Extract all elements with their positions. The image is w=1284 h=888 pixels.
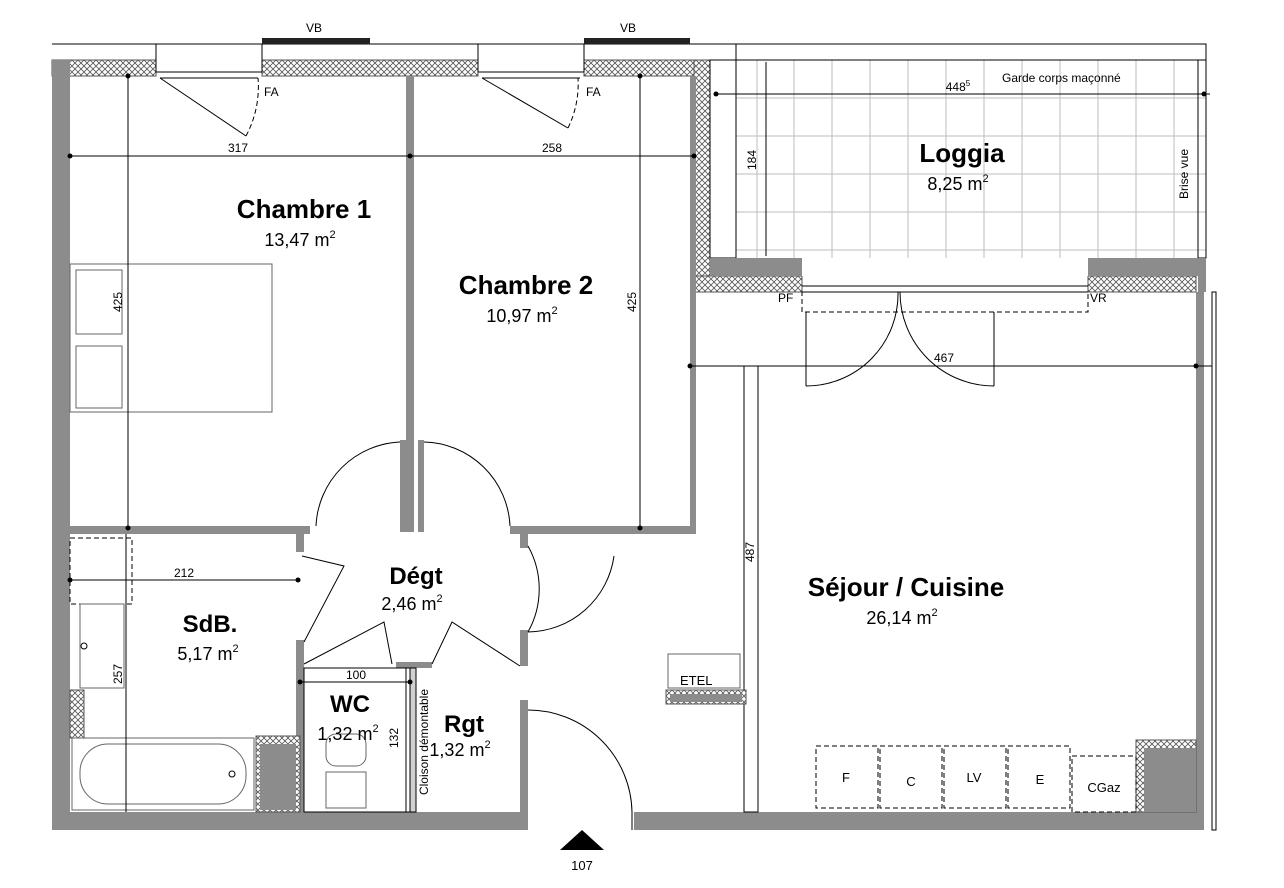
- room-area-sdb: 5,17 m2: [177, 643, 238, 664]
- room-name-chambre2: Chambre 2: [459, 270, 593, 300]
- label-vb-left: VB: [306, 21, 322, 35]
- label-vb-right: VB: [620, 21, 636, 35]
- dim-317: 317: [228, 141, 248, 155]
- room-name-chambre1: Chambre 1: [237, 194, 371, 224]
- room-area-chambre2: 10,97 m2: [486, 305, 557, 326]
- walls: [51, 38, 1217, 831]
- room-name-sdb: SdB.: [183, 611, 238, 638]
- room-name-wc: WC: [330, 691, 370, 718]
- dim-448-5: 4485: [946, 79, 971, 94]
- label-pf: PF: [778, 291, 793, 305]
- dim-425-mid: 425: [625, 292, 639, 312]
- label-garde-corps: Garde corps maçonné: [1002, 71, 1121, 85]
- furniture: [69, 263, 1137, 813]
- room-name-degt: Dégt: [389, 563, 442, 590]
- dim-257: 257: [111, 664, 125, 684]
- dim-467: 467: [934, 351, 954, 365]
- room-area-degt: 2,46 m2: [381, 593, 442, 614]
- room-area-sejour: 26,14 m2: [866, 607, 937, 628]
- room-name-rgt: Rgt: [444, 711, 484, 738]
- label-lv: LV: [967, 770, 982, 785]
- room-labels: Chambre 1 13,47 m2 Chambre 2 10,97 m2 Lo…: [177, 138, 1005, 760]
- room-name-loggia: Loggia: [919, 138, 1005, 168]
- label-etel: ETEL: [680, 673, 713, 688]
- dim-100: 100: [346, 668, 366, 682]
- label-entry: 107: [571, 858, 593, 873]
- room-area-chambre1: 13,47 m2: [264, 229, 335, 250]
- label-fa-right: FA: [586, 85, 601, 99]
- label-e: E: [1036, 772, 1045, 787]
- room-area-rgt: 1,32 m2: [429, 739, 490, 760]
- label-fa-left: FA: [264, 85, 279, 99]
- dim-132: 132: [387, 728, 401, 748]
- windows-and-doors: [156, 71, 1089, 830]
- label-f: F: [842, 770, 850, 785]
- label-cloison: Cloison démontable: [417, 689, 431, 795]
- dim-425-left: 425: [111, 292, 125, 312]
- room-area-loggia: 8,25 m2: [927, 173, 988, 194]
- dim-487: 487: [743, 542, 757, 562]
- room-area-wc: 1,32 m2: [317, 723, 378, 744]
- dimension-lines: [67, 62, 1212, 812]
- label-cgaz: CGaz: [1087, 780, 1120, 795]
- dim-212: 212: [174, 566, 194, 580]
- room-name-sejour: Séjour / Cuisine: [808, 572, 1005, 602]
- label-vr: VR: [1090, 291, 1107, 305]
- label-brise-vue: Brise vue: [1177, 149, 1191, 199]
- label-c: C: [906, 774, 915, 789]
- entry-arrow-icon: [560, 830, 604, 850]
- dim-258: 258: [542, 141, 562, 155]
- dimension-texts: 317 258 4485 184 425 425 467 487 212 257…: [111, 79, 971, 748]
- misc-labels: VB VB FA FA Garde corps maçonné Brise vu…: [264, 21, 1191, 873]
- dim-184: 184: [745, 150, 759, 170]
